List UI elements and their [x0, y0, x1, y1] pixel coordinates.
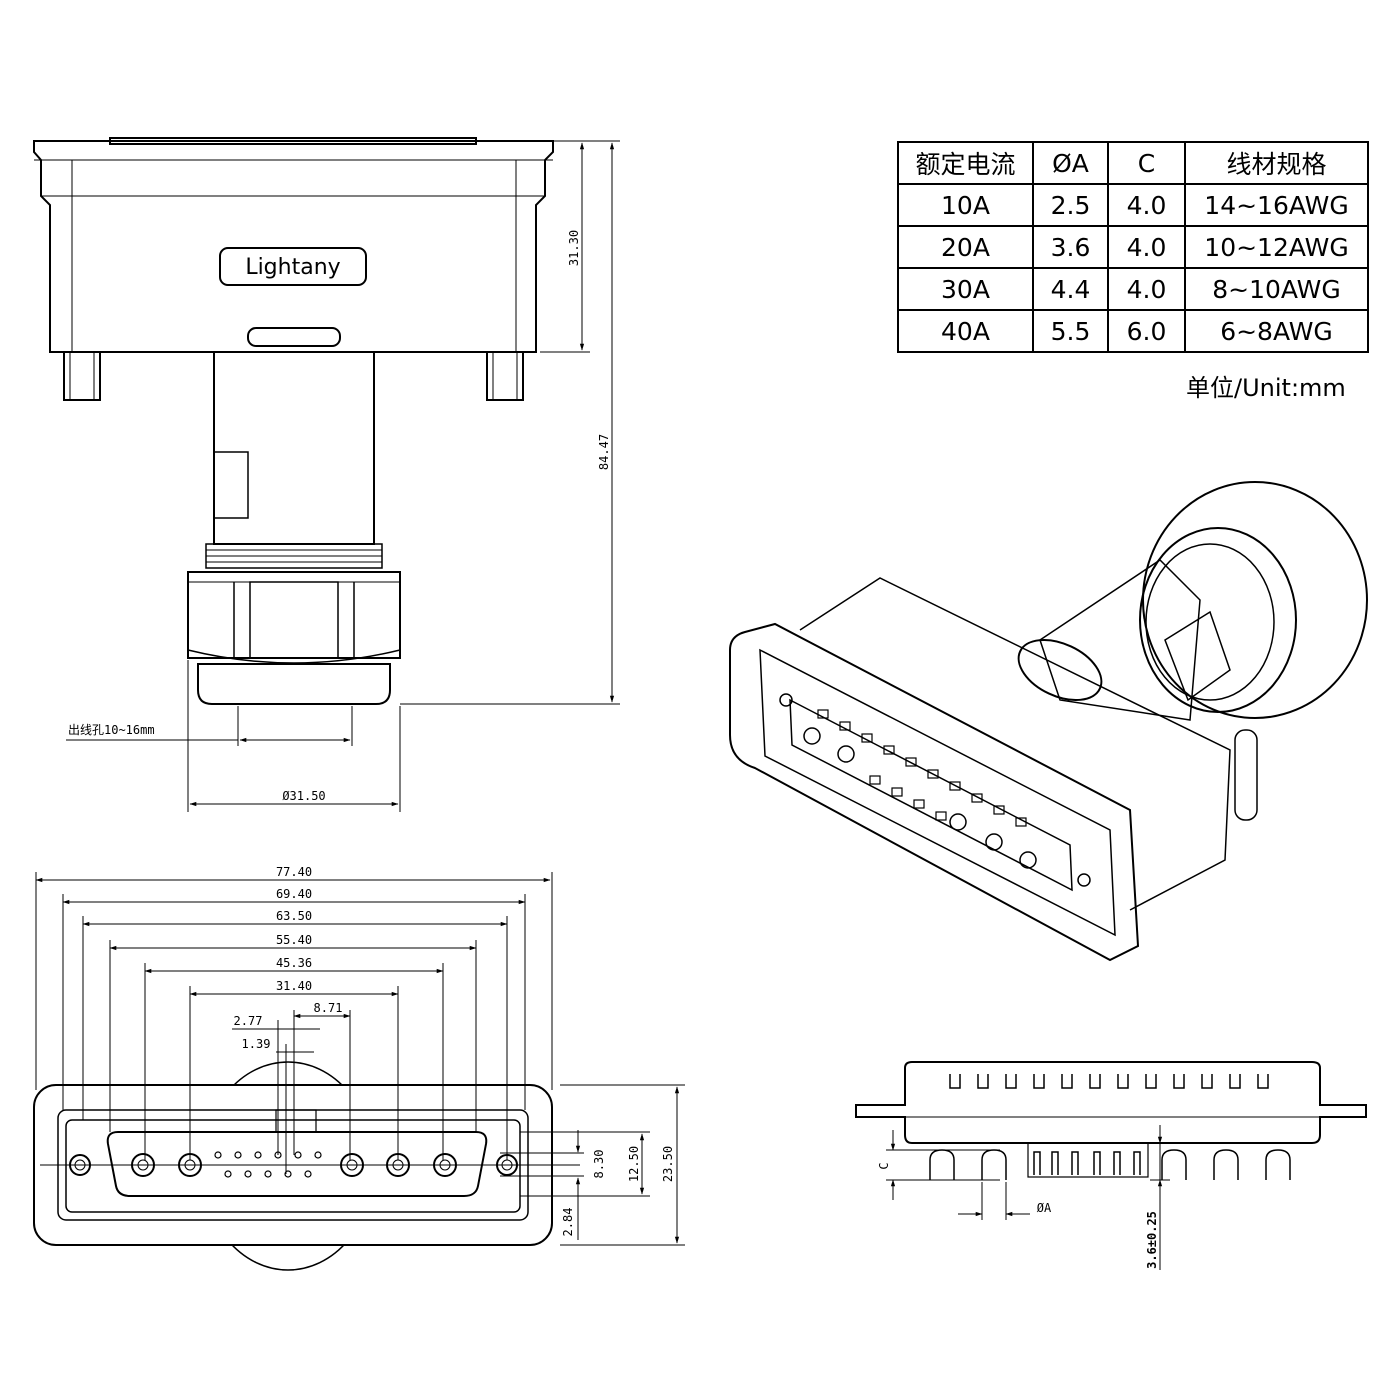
isometric-view: [729, 481, 1368, 962]
labels: Lightany 31.30 84.47 出线孔10~16mm Ø31.50 7…: [68, 230, 1159, 1269]
cell-c: 4.0: [1107, 225, 1186, 269]
cell-wire: 6~8AWG: [1184, 309, 1369, 353]
table-row: 20A 3.6 4.0 10~12AWG: [897, 225, 1369, 269]
profile-view-dimensions: [886, 1125, 1170, 1270]
dim-8-71: 8.71: [314, 1001, 343, 1015]
cable-hole-label: 出线孔10~16mm: [68, 723, 155, 737]
cell-a: 5.5: [1032, 309, 1109, 353]
side-view: [33, 137, 554, 705]
table-row: 40A 5.5 6.0 6~8AWG: [897, 309, 1369, 353]
dim-2-84: 2.84: [561, 1208, 575, 1237]
dim-23-50: 23.50: [661, 1146, 675, 1182]
dim-c-label: C: [877, 1162, 891, 1169]
cell-a: 4.4: [1032, 267, 1109, 311]
cell-wire: 8~10AWG: [1184, 267, 1369, 311]
dim-height-top: 31.30: [567, 230, 581, 266]
cell-c: 4.0: [1107, 267, 1186, 311]
profile-view: [855, 1061, 1367, 1180]
spec-table-header: 额定电流 ØA C 线材规格: [897, 141, 1369, 185]
cell-c: 4.0: [1107, 183, 1186, 227]
cell-current: 20A: [897, 225, 1034, 269]
dim-nut-diameter: Ø31.50: [282, 789, 325, 803]
unit-note: 单位/Unit:mm: [1186, 374, 1346, 402]
dim-8-30: 8.30: [592, 1150, 606, 1179]
dim-pin-label: 3.6±0.25: [1145, 1211, 1159, 1269]
dim-63-50: 63.50: [276, 909, 312, 923]
dim-2-77: 2.77: [234, 1014, 263, 1028]
cell-current: 40A: [897, 309, 1034, 353]
cell-current: 10A: [897, 183, 1034, 227]
spec-table: 额定电流 ØA C 线材规格 10A 2.5 4.0 14~16AWG 20A …: [897, 141, 1369, 353]
cell-wire: 10~12AWG: [1184, 225, 1369, 269]
dim-45-36: 45.36: [276, 956, 312, 970]
dim-77-40: 77.40: [276, 865, 312, 879]
cell-current: 30A: [897, 267, 1034, 311]
front-view-dimensions: [35, 872, 685, 1246]
header-c: C: [1107, 141, 1186, 185]
dim-12-50: 12.50: [627, 1146, 641, 1182]
cell-a: 3.6: [1032, 225, 1109, 269]
header-wire-spec: 线材规格: [1184, 141, 1369, 185]
header-rated-current: 额定电流: [897, 141, 1034, 185]
dim-a-label: ØA: [1037, 1201, 1052, 1215]
brand-label: Lightany: [245, 255, 340, 280]
table-row: 10A 2.5 4.0 14~16AWG: [897, 183, 1369, 227]
cell-a: 2.5: [1032, 183, 1109, 227]
dim-31-40: 31.40: [276, 979, 312, 993]
dim-1-39: 1.39: [242, 1037, 271, 1051]
front-view: [33, 1061, 553, 1271]
cell-wire: 14~16AWG: [1184, 183, 1369, 227]
dim-height-total: 84.47: [597, 434, 611, 470]
side-view-dimensions: [66, 140, 620, 812]
table-row: 30A 4.4 4.0 8~10AWG: [897, 267, 1369, 311]
dim-55-40: 55.40: [276, 933, 312, 947]
header-diameter-a: ØA: [1032, 141, 1109, 185]
cell-c: 6.0: [1107, 309, 1186, 353]
dim-69-40: 69.40: [276, 887, 312, 901]
